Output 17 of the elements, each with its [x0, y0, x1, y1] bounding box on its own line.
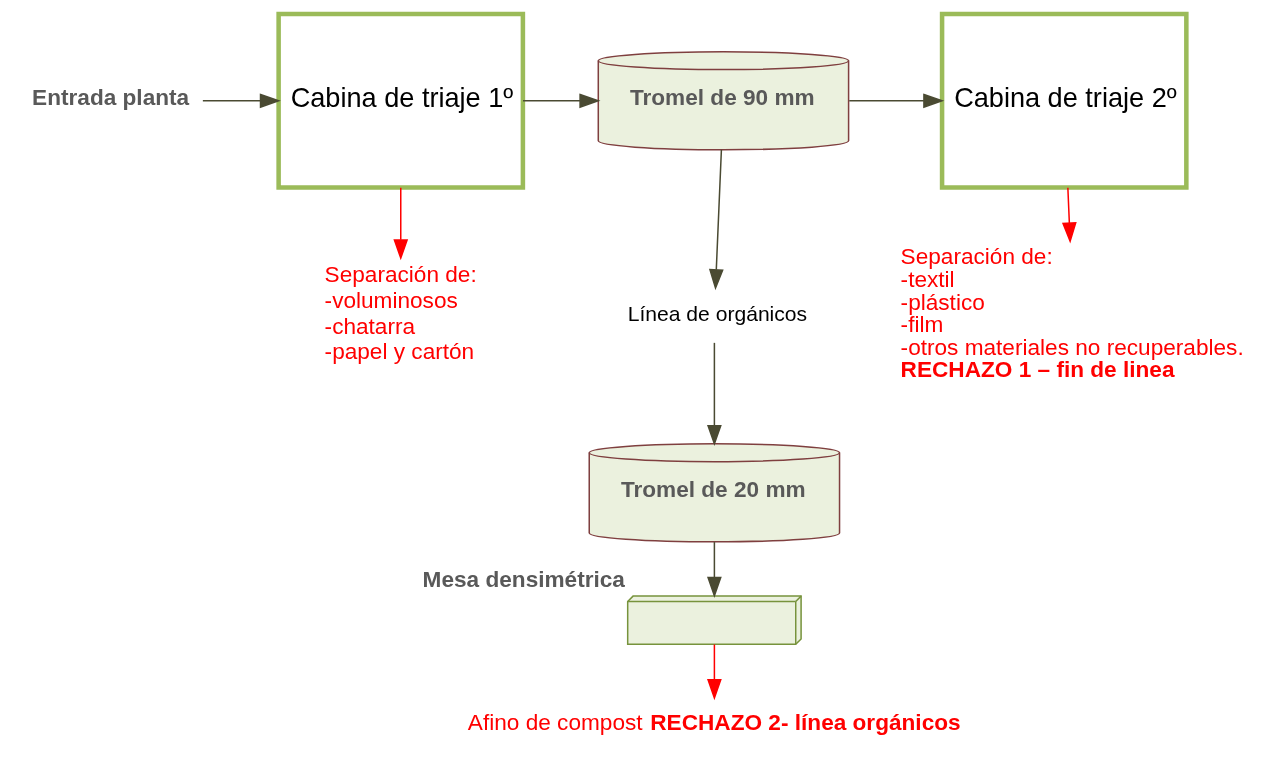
- node-text: Separación de: -voluminosos -chatarra -papel y cartón: [324, 262, 477, 365]
- arrow: [707, 342, 722, 447]
- node-text: Separación de: -textil -plástico -film -otros materiales no recuperables. RECHAZO 1 – fin de linea: [900, 244, 1244, 383]
- arrow: [522, 93, 601, 109]
- arrow: [707, 541, 722, 598]
- node-text: Entrada planta: [32, 84, 190, 110]
- arrow: [393, 187, 409, 261]
- node-text: Línea de orgánicos: [627, 302, 808, 326]
- node-box: Cabina de triaje 2º: [939, 11, 1189, 190]
- arrow: [202, 93, 281, 109]
- node-label: Mesa densimétrica: [422, 567, 625, 593]
- arrow: [848, 93, 945, 109]
- arrow: [1061, 187, 1077, 244]
- node-text: Afino de compost RECHAZO 2- línea orgánicos: [467, 709, 961, 735]
- node-box: Cabina de triaje 1º: [276, 11, 526, 190]
- arrow: [707, 643, 722, 701]
- arrow: [708, 149, 724, 291]
